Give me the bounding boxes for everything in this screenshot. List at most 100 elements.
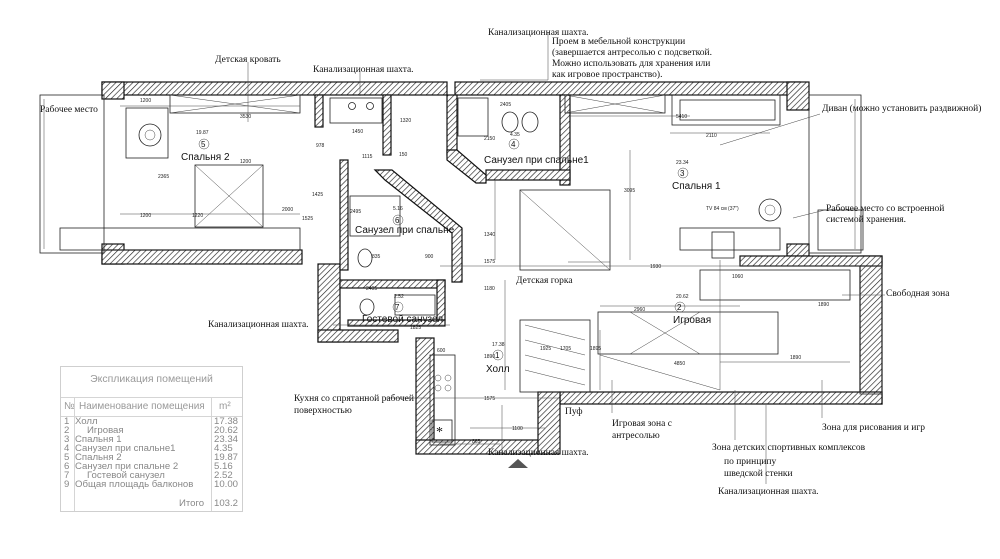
room-number: 4	[511, 140, 516, 149]
dimension-label: 1115	[362, 154, 373, 160]
dimension-label: 2365	[158, 174, 169, 180]
svg-text:*: *	[436, 425, 443, 440]
annotation-free-zone: Свободная зона	[886, 288, 950, 299]
dimension-label: 865	[472, 439, 481, 445]
dimension-label: 900	[425, 254, 434, 260]
header-area: m²	[219, 401, 231, 412]
room-hall: 17.38 1 Холл	[486, 342, 510, 375]
balconies	[39, 94, 883, 395]
room-area: 4.35	[510, 132, 520, 138]
annotation-play-zone-1: Игровая зона с	[612, 419, 672, 429]
room-number: 6	[395, 216, 400, 225]
room-name: Гостевой санузел	[362, 314, 443, 325]
dimension-label: 3095	[624, 188, 635, 194]
dimension-label: 1930	[650, 264, 661, 270]
room-area: 17.38	[492, 342, 505, 348]
annotation-work-place-right-1: Рабочее место со встроенной	[826, 203, 944, 214]
dimension-label: 1890	[818, 302, 829, 308]
dimension-label: 1705	[560, 346, 571, 352]
annotation-draw-zone: Зона для рисования и игр	[822, 423, 925, 433]
annotation-shaft-left-mid: Канализационная шахта.	[208, 320, 309, 330]
kitchen-block: *	[429, 354, 456, 446]
room-number: 2	[677, 303, 682, 312]
annotation-sofa: Диван (можно установить раздвижной)	[822, 103, 981, 114]
leader-lines	[247, 32, 885, 484]
dimension-label: 1425	[312, 192, 323, 198]
dimension-labels: 1200 3530 2365 1200 1200 1220 1525 978 1…	[140, 98, 829, 445]
annotation-kids-bed: Детская кровать	[215, 55, 281, 65]
dimension-label: TV 84 см (37")	[706, 206, 739, 212]
play-area-structures	[519, 189, 851, 393]
room-name: Холл	[486, 364, 510, 375]
annotation-shaft-top-center: Канализационная шахта.	[488, 28, 589, 38]
room-bath-bedroom1: 4.35 4 Санузел при спальне1	[484, 132, 589, 166]
annotation-opening-3: Можно использовать для хранения или	[552, 59, 710, 69]
dimension-label: 2150	[484, 136, 495, 142]
dimension-label: 600	[437, 348, 446, 354]
header-name: Наименование помещения	[79, 401, 205, 412]
dimension-label: 2405	[500, 102, 511, 108]
room-area: 2.52	[394, 294, 404, 300]
room-area: 20.62	[676, 294, 689, 300]
room-bedroom1: 23.34 3 Спальня 1	[672, 160, 721, 192]
room-number: 5	[201, 140, 206, 149]
room-number: 1	[495, 351, 500, 360]
annotation-pouf: Пуф	[565, 406, 583, 417]
dimension-label: 4850	[674, 361, 685, 367]
annotation-sport-zone-3: шведской стенки	[724, 468, 793, 479]
dimension-label: 2405	[366, 286, 377, 292]
annotation-kids-slide: Детская горка	[516, 276, 573, 286]
explication-table: Экспликация помещений № Наименование пом…	[60, 366, 243, 512]
wardrobes	[59, 94, 864, 251]
dimension-label: 1890	[484, 354, 495, 360]
room-number: 7	[395, 303, 400, 312]
annotations: Рабочее место Детская кровать Канализаци…	[40, 28, 981, 497]
dimension-label: 835	[372, 254, 381, 260]
dimension-label: 1890	[790, 355, 801, 361]
table-header: № Наименование помещения m²	[61, 397, 242, 417]
total-value: 103.2	[214, 498, 239, 509]
room-name: Спальня 2	[181, 152, 230, 163]
dimension-label: 1200	[240, 159, 251, 165]
bathroom-fixtures	[329, 97, 539, 316]
bedroom-furniture	[125, 99, 782, 228]
dimension-label: 1525	[302, 216, 313, 222]
dimension-label: 3530	[240, 114, 251, 120]
dimension-label: 1320	[400, 118, 411, 124]
annotation-shaft-bottom-center: Канализационная шахта.	[488, 448, 589, 458]
dimension-label: 1450	[352, 129, 363, 135]
annotation-play-zone-2: антресолью	[612, 431, 660, 441]
room-number: 3	[680, 169, 685, 178]
room-guest-bath: 2.52 7 Гостевой санузел	[362, 294, 443, 325]
dimension-label: 150	[399, 152, 408, 158]
table-total-row: Итого 103.2	[61, 498, 242, 510]
table-title: Экспликация помещений	[90, 373, 213, 385]
dimension-label: 1825	[410, 325, 421, 331]
room-name: Санузел при спальне1	[484, 155, 589, 166]
annotation-opening-4: как игровое пространство).	[552, 69, 662, 80]
dimension-label: 2000	[282, 207, 293, 213]
dimension-label: 1575	[484, 259, 495, 265]
dimension-label: 1925	[540, 346, 551, 352]
annotation-work-place-left: Рабочее место	[40, 104, 98, 115]
room-bath-bedroom2: 5.16 6 Санузел при спальне	[355, 206, 455, 236]
room-name: Спальня 1	[672, 181, 721, 192]
dimension-label: 1895	[590, 346, 601, 352]
annotation-kitchen-2: поверхностью	[294, 406, 352, 416]
room-labels: 19.87 5 Спальня 2 23.34 3 Спальня 1 4.35…	[181, 130, 721, 375]
header-number: №	[64, 401, 75, 412]
room-area: 23.34	[676, 160, 689, 166]
annotation-work-place-right-2: системой хранения.	[826, 214, 906, 225]
annotation-shaft-bottom-right: Канализационная шахта.	[718, 487, 819, 497]
room-name: Санузел при спальне	[355, 225, 455, 236]
dimension-label: 2110	[706, 133, 717, 139]
total-label: Итого	[179, 498, 205, 509]
room-name: Игровая	[673, 315, 711, 326]
